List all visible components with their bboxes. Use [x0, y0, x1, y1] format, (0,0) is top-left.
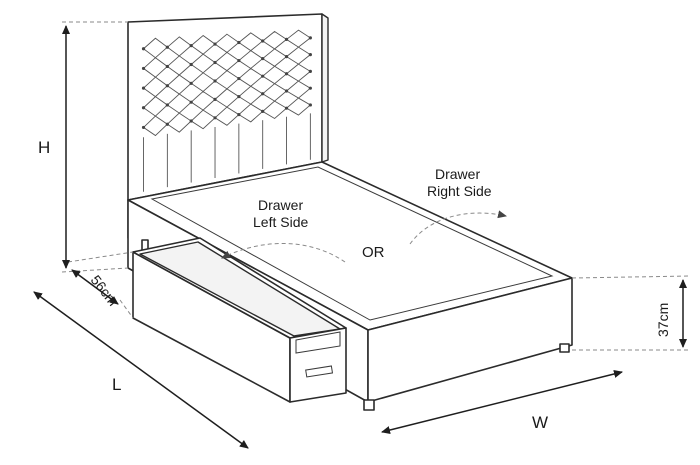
tufting-button: [261, 56, 265, 61]
tufting-button: [308, 69, 312, 74]
tufting-button: [189, 81, 193, 85]
drawer-right-label-line2: Right Side: [427, 183, 492, 199]
drawer-left-label-line2: Left Side: [253, 214, 308, 230]
quilting-diamonds: [142, 29, 312, 137]
or-label: OR: [362, 244, 385, 261]
tufting-button: [237, 76, 241, 81]
length-arrow: [33, 291, 249, 449]
drawer-left-label-line1: Drawer: [258, 197, 303, 213]
height-label: H: [38, 138, 50, 157]
tufting-button: [141, 47, 146, 51]
length-label: L: [112, 375, 121, 394]
tufting-button: [141, 66, 146, 71]
tufting-button: [165, 45, 169, 49]
left-side-curve: [221, 243, 346, 263]
drawer-side-indicators: [221, 210, 507, 263]
tufting-button: [284, 72, 289, 76]
tufting-button: [141, 86, 146, 90]
tufting-button: [165, 122, 169, 126]
tufting-button: [261, 39, 265, 43]
tufting-button: [189, 119, 193, 123]
tufting-button: [237, 112, 241, 117]
width-label: W: [532, 413, 548, 432]
tufting-button: [308, 53, 312, 57]
tufting-button: [189, 44, 193, 48]
tufting-button: [308, 103, 312, 107]
tufting-button: [284, 54, 289, 59]
tufting-button: [284, 37, 289, 42]
tufting-button: [261, 109, 265, 113]
width-arrow: [381, 370, 623, 434]
tufting-button: [261, 74, 265, 78]
tufting-button: [237, 58, 241, 63]
tufting-button: [284, 89, 289, 93]
right-side-curve: [409, 210, 507, 245]
tufting-button: [189, 100, 193, 104]
tufting-button: [308, 36, 312, 40]
dimension-arrows: [33, 25, 687, 449]
tufting-button: [189, 62, 193, 67]
tufting-button: [165, 103, 169, 107]
tufting-button: [237, 40, 241, 45]
base-height-label: 37cm: [655, 303, 671, 337]
tufting-button: [213, 79, 217, 83]
tufting-button: [213, 60, 217, 65]
tufting-button: [213, 42, 217, 46]
tufting-button: [261, 92, 265, 96]
tufting-button: [237, 94, 241, 99]
tufting-button: [284, 106, 289, 110]
tufting-button: [141, 106, 146, 110]
drawer-right-label-line1: Drawer: [435, 166, 480, 182]
drawer-handle: [305, 365, 334, 378]
tufting-button: [141, 125, 146, 130]
tufting-button: [165, 84, 169, 88]
headboard-quilting: [141, 29, 312, 192]
tufting-button: [165, 64, 169, 69]
tufting-button: [213, 97, 217, 101]
tufting-button: [308, 86, 312, 90]
tufting-button: [213, 116, 217, 120]
